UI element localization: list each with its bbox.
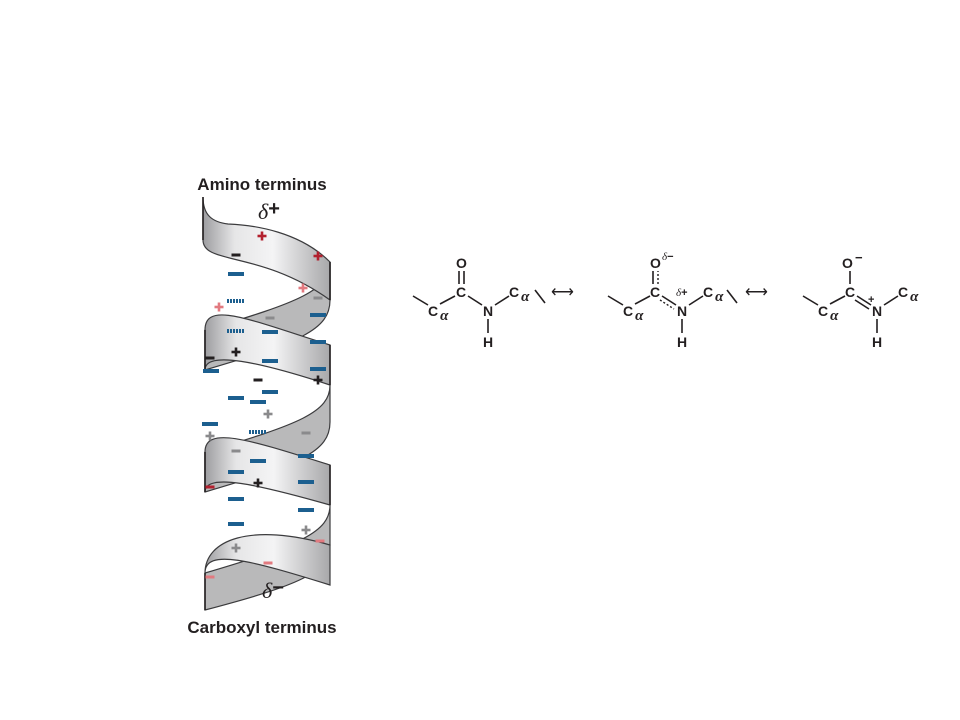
minus-mark	[315, 539, 325, 543]
alpha-helix-panel: Amino terminus δ+ δ− Carb	[187, 175, 336, 637]
nitrogen-charge: +	[868, 294, 874, 306]
partial-dipole-mark	[230, 329, 232, 333]
dipole-bar-mark	[202, 422, 218, 426]
carbonyl-carbon-atom: C	[845, 284, 855, 300]
nitrogen-atom: N	[872, 303, 882, 319]
dipole-bar-mark	[228, 522, 244, 526]
oxygen-atom: O	[650, 255, 661, 271]
minus-mark	[231, 253, 241, 257]
bottom-dipole-delta: δ−	[262, 577, 284, 603]
plus-mark	[316, 251, 320, 261]
amino-terminus-label: Amino terminus	[197, 175, 326, 194]
dipole-bar-mark	[250, 400, 266, 404]
partial-dipole-mark	[230, 299, 232, 303]
hydrogen-atom: H	[677, 334, 687, 350]
plus-mark	[234, 347, 238, 357]
minus-mark	[205, 575, 215, 579]
plus-mark	[301, 283, 305, 293]
top-dipole-delta: δ+	[258, 198, 280, 224]
plus-mark	[304, 525, 308, 535]
dipole-bar-mark	[228, 470, 244, 474]
partial-dipole-mark	[242, 299, 244, 303]
carboxyl-terminus-label: Carboxyl terminus	[187, 618, 336, 637]
dipole-bar-mark	[310, 313, 326, 317]
plus-mark	[260, 231, 264, 241]
dipole-bar-mark	[298, 508, 314, 512]
partial-dipole-mark	[227, 329, 229, 333]
partial-dipole-mark	[227, 299, 229, 303]
partial-dipole-mark	[239, 329, 241, 333]
partial-dipole-mark	[236, 329, 238, 333]
oxygen-partial-charge: δ−	[662, 251, 674, 263]
partial-dipole-mark	[233, 299, 235, 303]
minus-mark	[263, 561, 273, 565]
partial-dipole-mark	[236, 299, 238, 303]
partial-dipole-mark	[252, 430, 254, 434]
hydrogen-atom: H	[872, 334, 882, 350]
partial-dipole-mark	[249, 430, 251, 434]
dipole-bar-mark	[262, 359, 278, 363]
helix-dipole-marks	[202, 231, 326, 579]
minus-mark	[313, 296, 323, 300]
minus-mark	[231, 449, 241, 453]
plus-mark	[208, 431, 212, 441]
nitrogen-atom: N	[677, 303, 687, 319]
plus-mark	[234, 543, 238, 553]
minus-mark	[205, 485, 215, 489]
nitrogen-partial-charge: δ+	[676, 287, 688, 299]
carbonyl-carbon-atom: C	[456, 284, 466, 300]
dipole-bar-mark	[262, 390, 278, 394]
dipole-bar-mark	[310, 340, 326, 344]
plus-mark	[256, 478, 260, 488]
nitrogen-atom: N	[483, 303, 493, 319]
dipole-bar-mark	[228, 272, 244, 276]
oxygen-charge: −	[855, 250, 863, 265]
helix-ribbon	[202, 196, 331, 611]
partial-dipole-mark	[261, 430, 263, 434]
resonance-arrow-1: ⟷	[551, 284, 574, 301]
carbonyl-carbon-atom: C	[650, 284, 660, 300]
oxygen-atom: O	[456, 255, 467, 271]
dipole-bar-mark	[250, 459, 266, 463]
partial-dipole-mark	[258, 430, 260, 434]
partial-dipole-mark	[255, 430, 257, 434]
minus-mark	[301, 431, 311, 435]
resonance-arrow-2: ⟷	[745, 284, 768, 301]
minus-mark	[265, 316, 275, 320]
oxygen-atom: O	[842, 255, 853, 271]
plus-mark	[316, 375, 320, 385]
dipole-bar-mark	[298, 454, 314, 458]
dipole-bar-mark	[228, 497, 244, 501]
minus-mark	[253, 378, 263, 382]
partial-dipole-mark	[242, 329, 244, 333]
minus-mark	[205, 356, 215, 360]
dipole-bar-mark	[298, 480, 314, 484]
dipole-bar-mark	[310, 367, 326, 371]
dipole-bar-mark	[262, 330, 278, 334]
plus-mark	[266, 409, 270, 419]
partial-dipole-mark	[264, 430, 266, 434]
partial-dipole-mark	[233, 329, 235, 333]
plus-mark	[217, 302, 221, 312]
partial-dipole-mark	[239, 299, 241, 303]
hydrogen-atom: H	[483, 334, 493, 350]
dipole-bar-mark	[228, 396, 244, 400]
dipole-bar-mark	[203, 369, 219, 373]
